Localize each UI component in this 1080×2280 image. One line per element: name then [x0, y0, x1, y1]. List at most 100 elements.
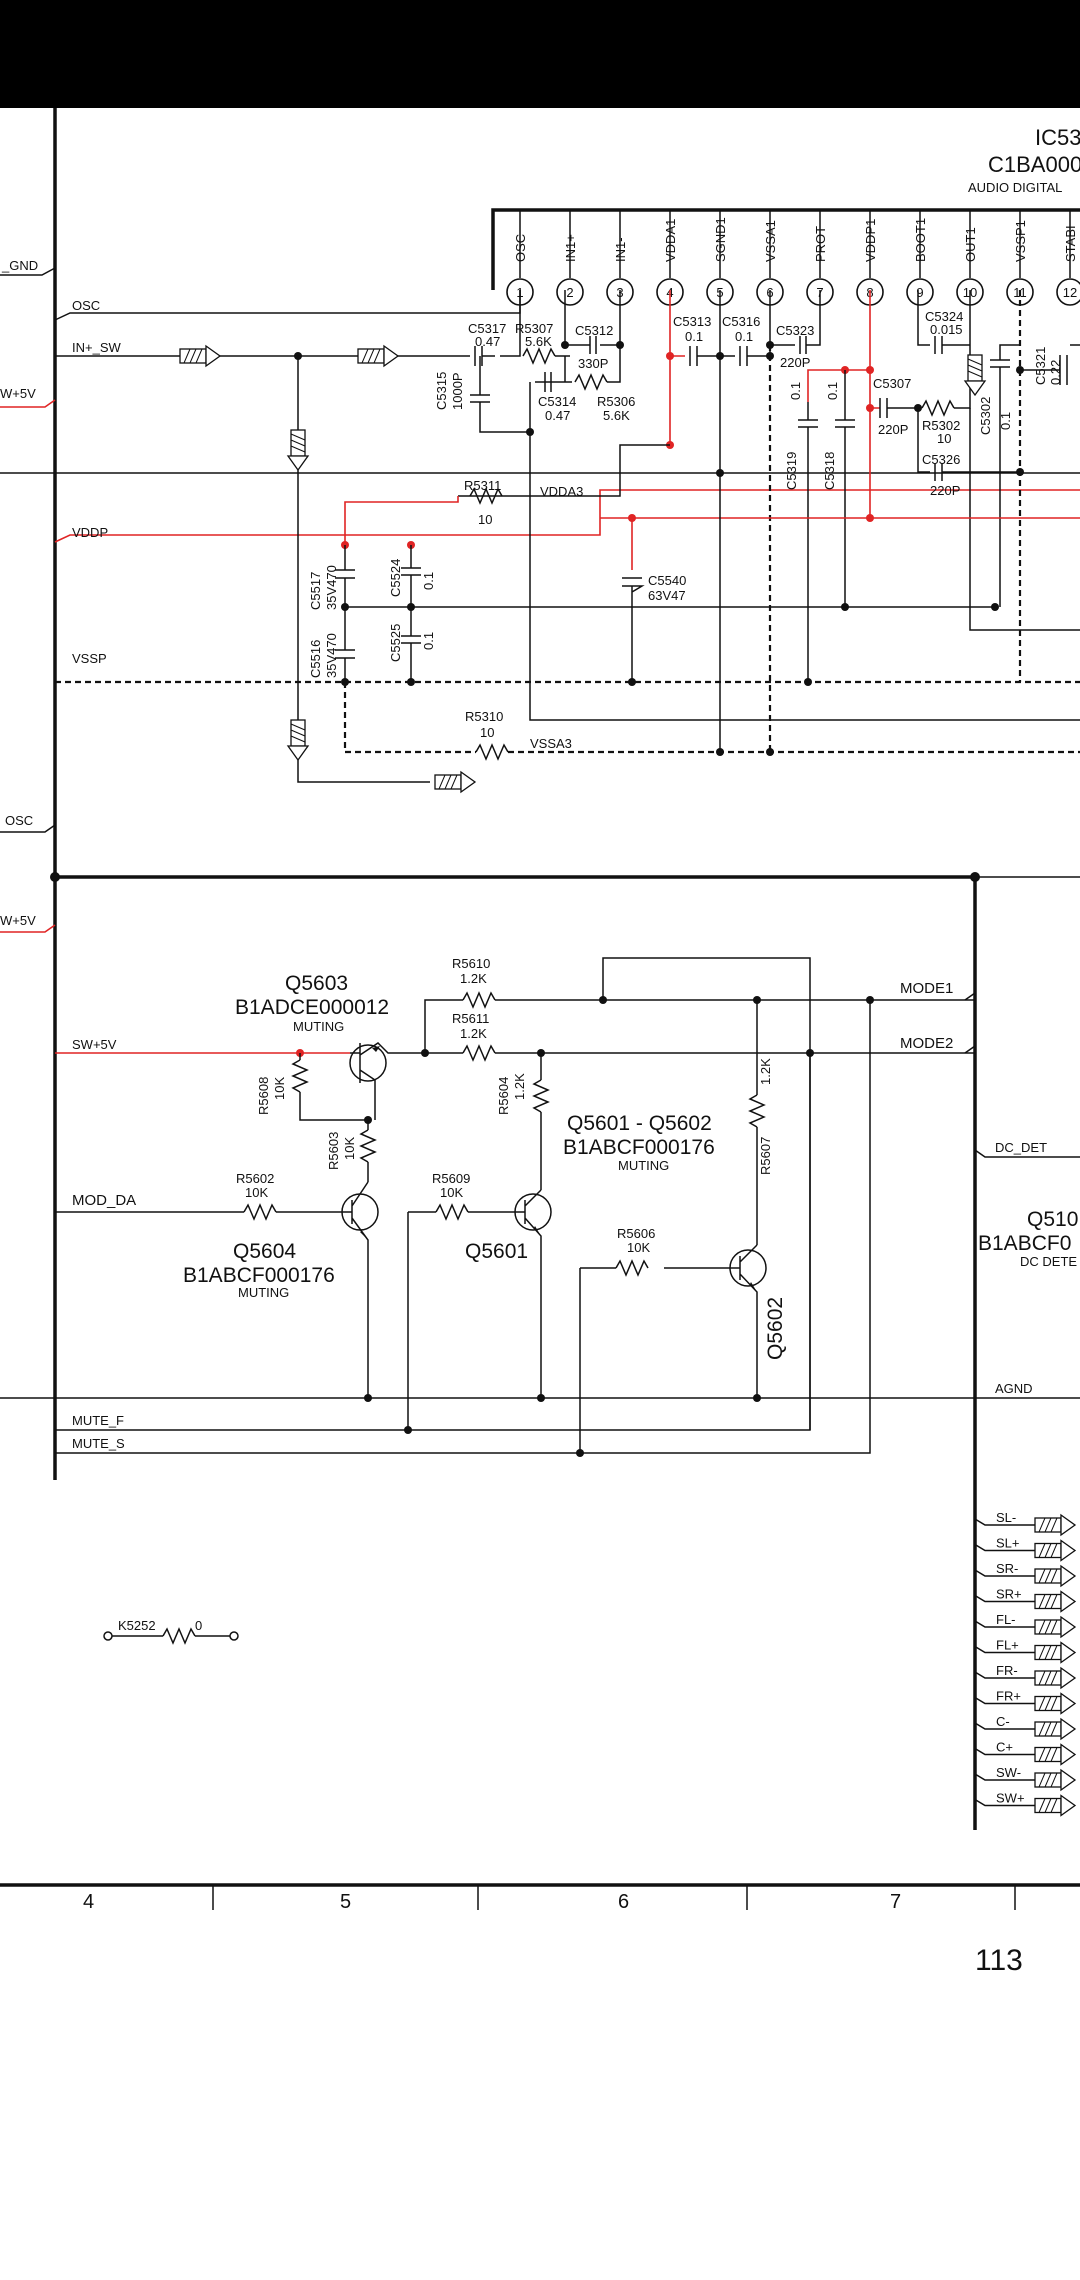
svg-text:R5611: R5611 — [452, 1011, 489, 1026]
net-vdda3: VDDA3 — [540, 484, 583, 499]
svg-text:C5302: C5302 — [978, 397, 993, 435]
svg-text:5.6K: 5.6K — [525, 334, 552, 349]
svg-text:0.22: 0.22 — [1048, 360, 1063, 385]
top-black-bar — [0, 0, 1080, 108]
ic-part: C1BA000 — [988, 152, 1080, 177]
svg-text:VSSA1: VSSA1 — [763, 220, 778, 262]
svg-text:C5318: C5318 — [822, 452, 837, 490]
svg-text:9: 9 — [916, 285, 923, 300]
svg-text:C5317: C5317 — [468, 321, 506, 336]
svg-text:0.1: 0.1 — [421, 632, 436, 650]
svg-text:10K: 10K — [272, 1077, 287, 1100]
svg-text:C5315: C5315 — [434, 372, 449, 410]
dc-detect: DC_DET Q510 B1ABCF0 DC DETE — [974, 1140, 1080, 1269]
svg-text:C+: C+ — [996, 1740, 1013, 1755]
speaker-output-swminus: SW- — [974, 1765, 1077, 1792]
grid-column-6: 6 — [618, 1891, 629, 1913]
svg-text:Q510: Q510 — [1027, 1208, 1078, 1231]
svg-text:C5525: C5525 — [388, 624, 403, 662]
ic-block: IC53 C1BA000 AUDIO DIGITAL 1OSC2IN1+3IN1… — [491, 125, 1080, 306]
q5604-ref: Q5604 — [233, 1240, 296, 1263]
net-mode2: MODE2 — [900, 1035, 953, 1052]
svg-text:10: 10 — [478, 512, 492, 527]
k5252-jumper: K5252 0 — [103, 1618, 239, 1644]
svg-text:C5319: C5319 — [784, 452, 799, 490]
svg-text:0.1: 0.1 — [788, 382, 803, 400]
svg-text:R5606: R5606 — [617, 1226, 655, 1241]
speaker-output-list: SL-SL+SR-SR+FL-FL+FR-FR+C-C+SW-SW+ — [974, 1510, 1077, 1817]
left-net-labels: _GND OSC IN+_SW W+5V VDDP VSSP OSC W+5V — [0, 258, 1080, 933]
speaker-output-swplus: SW+ — [974, 1791, 1077, 1817]
svg-text:W+5V: W+5V — [0, 913, 36, 928]
svg-text:10K: 10K — [342, 1137, 357, 1160]
svg-text:C-: C- — [996, 1714, 1010, 1729]
svg-text:R5602: R5602 — [236, 1171, 274, 1186]
net-agnd: AGND — [995, 1381, 1033, 1396]
svg-text:_GND: _GND — [1, 258, 38, 273]
svg-text:R5607: R5607 — [758, 1137, 773, 1175]
net-mute-s: MUTE_S — [72, 1436, 125, 1451]
svg-text:B1ADCE000012: B1ADCE000012 — [235, 996, 389, 1019]
svg-text:K5252: K5252 — [118, 1618, 156, 1633]
svg-text:SGND1: SGND1 — [713, 217, 728, 262]
grid-column-5: 5 — [340, 1891, 351, 1913]
net-vddp: VDDP — [72, 525, 108, 540]
svg-text:OSC: OSC — [513, 234, 528, 262]
svg-text:35V470: 35V470 — [324, 565, 339, 610]
svg-text:C5323: C5323 — [776, 323, 814, 338]
svg-text:R5608: R5608 — [256, 1077, 271, 1115]
svg-text:10K: 10K — [245, 1185, 268, 1200]
svg-text:OUT1: OUT1 — [963, 227, 978, 262]
svg-text:35V470: 35V470 — [324, 633, 339, 678]
speaker-output-frplus: FR+ — [974, 1689, 1077, 1715]
svg-text:IN1-: IN1- — [613, 237, 628, 262]
svg-text:330P: 330P — [578, 356, 608, 371]
svg-text:SW+: SW+ — [996, 1791, 1025, 1806]
net-mod-da: MOD_DA — [72, 1192, 136, 1209]
svg-text:C5524: C5524 — [388, 559, 403, 597]
svg-text:SR-: SR- — [996, 1561, 1018, 1576]
svg-text:SR+: SR+ — [996, 1587, 1022, 1602]
svg-text:R5306: R5306 — [597, 394, 635, 409]
svg-text:C5540: C5540 — [648, 573, 686, 588]
svg-text:IN1+: IN1+ — [563, 234, 578, 262]
ic-ref: IC53 — [1035, 125, 1080, 150]
svg-text:2: 2 — [566, 285, 573, 300]
svg-text:5.6K: 5.6K — [603, 408, 630, 423]
svg-text:B1ABCF000176: B1ABCF000176 — [563, 1136, 715, 1159]
svg-text:R5609: R5609 — [432, 1171, 470, 1186]
speaker-output-flminus: FL- — [974, 1612, 1077, 1639]
svg-text:R5604: R5604 — [496, 1077, 511, 1115]
svg-text:R5603: R5603 — [326, 1132, 341, 1170]
svg-text:MUTING: MUTING — [293, 1019, 344, 1034]
svg-text:B1ABCF0: B1ABCF0 — [978, 1232, 1071, 1255]
svg-text:1.2K: 1.2K — [512, 1073, 527, 1100]
svg-text:VDDP1: VDDP1 — [863, 219, 878, 262]
svg-text:0.1: 0.1 — [998, 412, 1013, 430]
svg-text:R5302: R5302 — [922, 418, 960, 433]
svg-text:0.1: 0.1 — [685, 329, 703, 344]
svg-text:FR+: FR+ — [996, 1689, 1021, 1704]
svg-text:OSC: OSC — [5, 813, 33, 828]
q5601-5602-ref: Q5601 - Q5602 — [567, 1112, 712, 1135]
q5602-ref: Q5602 — [764, 1297, 787, 1360]
input-filter: C5317 0.47 R5307 5.6K C5312 330P C5314 0… — [434, 290, 1080, 721]
speaker-output-srplus: SR+ — [974, 1587, 1077, 1613]
svg-text:R5610: R5610 — [452, 956, 490, 971]
svg-text:220P: 220P — [930, 483, 960, 498]
svg-text:STABI: STABI — [1063, 225, 1078, 262]
svg-text:1.2K: 1.2K — [460, 1026, 487, 1041]
svg-text:FL+: FL+ — [996, 1638, 1019, 1653]
svg-text:C5316: C5316 — [722, 314, 760, 329]
svg-text:VDDA1: VDDA1 — [663, 219, 678, 262]
svg-text:C5314: C5314 — [538, 394, 576, 409]
svg-text:C5313: C5313 — [673, 314, 711, 329]
svg-text:PROT: PROT — [813, 226, 828, 262]
svg-text:FR-: FR- — [996, 1663, 1018, 1678]
svg-text:MUTING: MUTING — [618, 1158, 669, 1173]
speaker-output-cplus: C+ — [974, 1740, 1077, 1766]
speaker-output-cminus: C- — [974, 1714, 1077, 1741]
svg-text:0.015: 0.015 — [930, 322, 963, 337]
svg-text:0.1: 0.1 — [735, 329, 753, 344]
